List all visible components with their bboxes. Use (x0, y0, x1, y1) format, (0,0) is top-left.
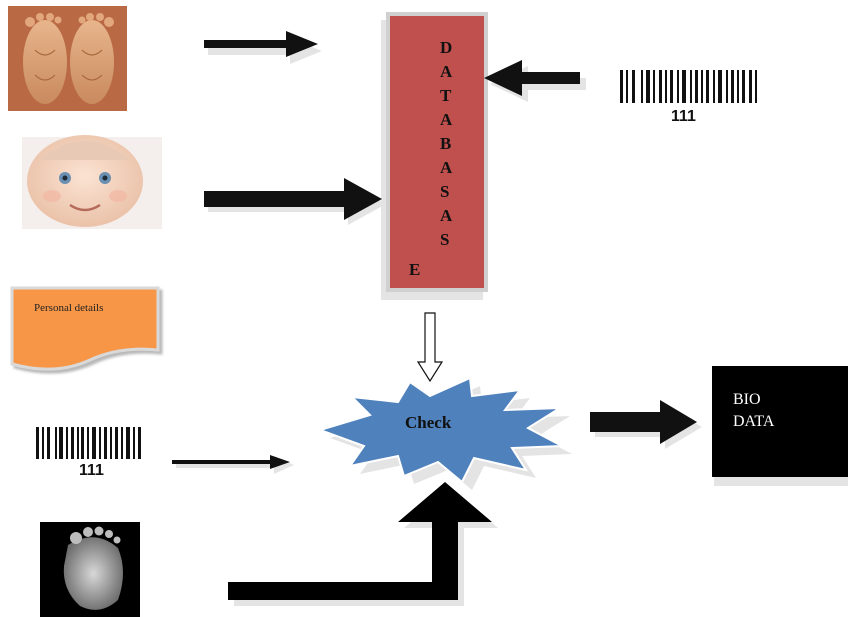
database-letter: D (440, 38, 453, 57)
personal-details-label: Personal details (34, 302, 104, 314)
biodata-line-1: BIO (733, 391, 761, 408)
baby-footprint-image (40, 522, 140, 617)
biodata-label: BIO DATA (733, 389, 823, 433)
arrow-feet-to-database (204, 31, 322, 64)
personal-details-document (10, 286, 160, 371)
database-letter: B (440, 134, 452, 153)
database-letter: S (440, 182, 450, 201)
barcode-left-code: 111 (79, 462, 104, 479)
database-box (381, 12, 488, 300)
biodata-box (712, 366, 848, 486)
database-letter: A (440, 206, 453, 225)
database-letter: T (440, 86, 452, 105)
check-label: Check (405, 413, 452, 432)
arrow-barcode-to-check (172, 455, 294, 474)
baby-face-image (22, 135, 162, 229)
database-letter: S (440, 230, 450, 249)
biodata-line-2: DATA (733, 413, 775, 430)
arrow-barcode-to-database (484, 60, 586, 102)
feet-soles-image (8, 6, 127, 111)
database-letter: A (440, 110, 453, 129)
barcode-left (36, 427, 141, 459)
database-letter: A (440, 62, 453, 81)
database-letter: A (440, 158, 453, 177)
arrow-footprint-to-check (228, 482, 498, 606)
barcode-top (620, 70, 757, 103)
arrow-database-to-check (416, 312, 444, 383)
barcode-top-code: 111 (671, 108, 696, 125)
check-starburst (316, 376, 572, 490)
arrow-check-to-biodata (590, 400, 702, 449)
arrow-baby-to-database (204, 178, 386, 225)
database-letter: E (409, 260, 421, 279)
